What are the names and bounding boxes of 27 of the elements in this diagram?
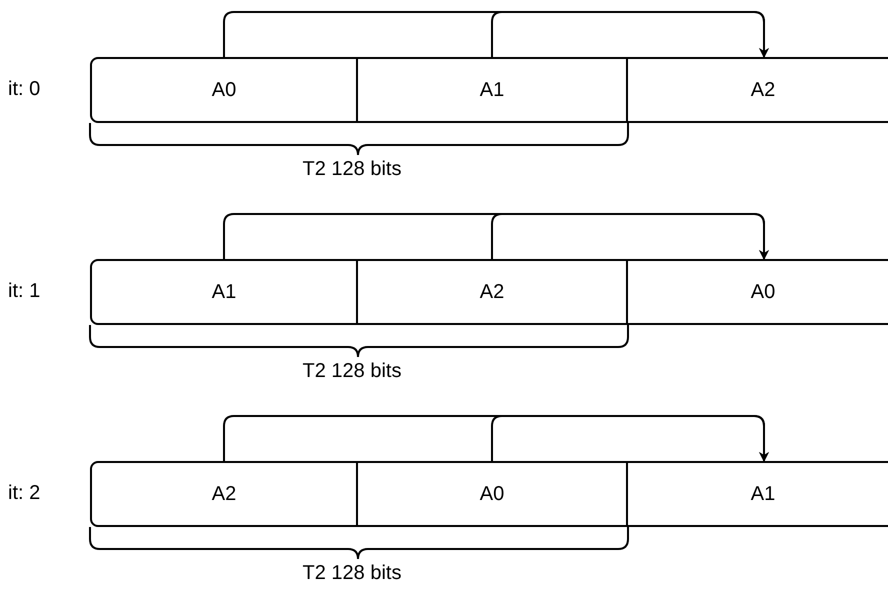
memory-cell [358, 57, 628, 123]
memory-cell [628, 259, 888, 325]
memory-cell [90, 461, 358, 527]
memory-cell [358, 259, 628, 325]
arrow [491, 213, 769, 260]
row-label: it: 0 [8, 78, 40, 101]
brace-label: T2 128 bits [302, 360, 402, 383]
memory-cell [358, 461, 628, 527]
cell-label: A0 [480, 482, 504, 506]
cell-label: A1 [750, 482, 776, 506]
arrow [491, 11, 769, 58]
cell-label: A1 [212, 280, 236, 304]
cell-label: A0 [212, 78, 236, 102]
cell-label: A0 [750, 280, 776, 304]
memory-cell [628, 57, 888, 123]
brace-label: T2 128 bits [302, 158, 402, 181]
cell-label: A2 [750, 78, 776, 102]
memory-cell [90, 259, 358, 325]
cell-label: A1 [480, 78, 504, 102]
memory-cell [90, 57, 358, 123]
cell-label: A2 [480, 280, 504, 304]
memory-cell [628, 461, 888, 527]
cell-label: A2 [212, 482, 236, 506]
row-label: it: 2 [8, 482, 40, 505]
arrow [491, 415, 769, 462]
row-label: it: 1 [8, 280, 40, 303]
brace-label: T2 128 bits [302, 562, 402, 585]
